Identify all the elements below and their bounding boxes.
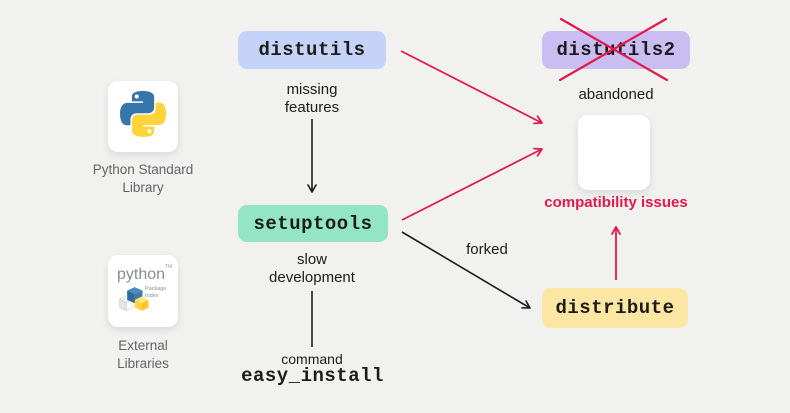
edge-label-missing-features: missing features [284,81,340,117]
pypi-card: python TM Package Index [108,255,178,327]
pypi-cubes-icon [117,283,151,320]
pypi-subtitle: Package Index [145,286,167,299]
pypi-wordmark: python [117,266,166,283]
node-setuptools: setuptools [238,205,388,242]
pypi-trademark: TM [165,264,173,270]
edge-label-forked: forked [466,241,508,258]
edge-label-slow-development: slow development [269,251,355,287]
label-easy-install: easy_install [241,365,384,387]
python-standard-library-label: Python Standard Library [92,162,194,195]
node-distribute: distribute [542,288,688,328]
node-distutils2: distutils2 [542,31,690,69]
label-compatibility-issues: compatibility issues [544,194,688,211]
status-abandoned: abandoned [578,86,654,103]
external-libraries-label: External Libraries [117,338,169,371]
node-distutils: distutils [238,31,386,69]
compatibility-issues-card [578,115,650,190]
arrow-distutils-to-compatibility [400,50,543,125]
arrow-setuptools-to-compatibility [401,147,543,221]
python-standard-library-card [108,81,178,152]
label-command: command [281,351,343,367]
python-logo-icon [120,91,167,142]
